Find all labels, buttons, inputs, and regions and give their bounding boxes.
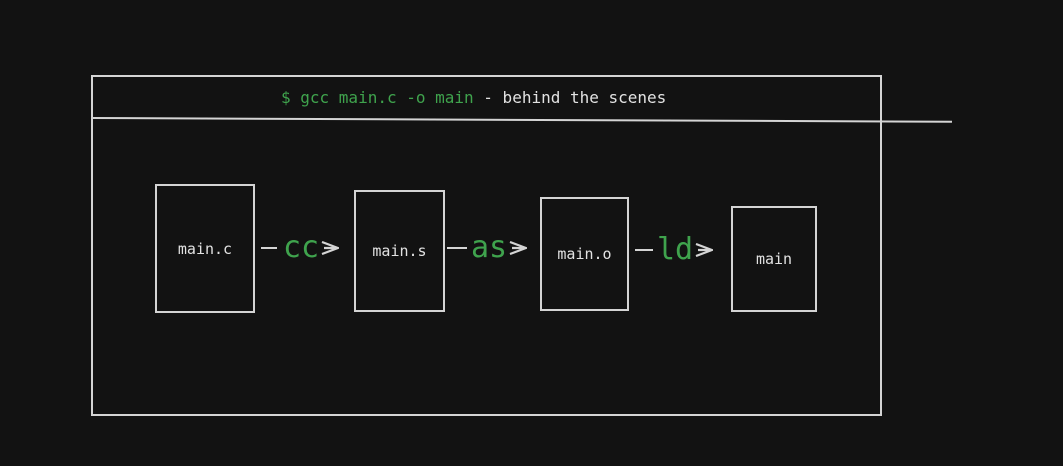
edge-ld: ld — [635, 232, 714, 267]
node-main-o: main.o — [540, 197, 629, 311]
edge-as: as — [447, 230, 528, 265]
edge-line — [261, 247, 277, 249]
node-label: main.c — [177, 239, 233, 258]
arrow-head-icon — [321, 241, 340, 255]
edge-line — [447, 247, 467, 249]
title-command: $ gcc main.c -o main — [281, 88, 474, 107]
arrow-head-icon — [695, 243, 714, 257]
node-main-c: main.c — [155, 184, 255, 313]
diagram-frame — [91, 75, 882, 416]
edge-label: ld — [657, 232, 694, 267]
edge-label: as — [471, 230, 508, 265]
node-main-s: main.s — [354, 190, 445, 312]
node-label: main.o — [557, 245, 612, 263]
edge-label: cc — [283, 230, 320, 265]
node-label: main — [755, 250, 793, 268]
edge-line — [635, 249, 653, 251]
title-suffix: - behind the scenes — [473, 88, 667, 107]
diagram-title: $ gcc main.c -o main - behind the scenes — [281, 88, 666, 108]
arrow-head-icon — [509, 241, 528, 255]
edge-cc: cc — [261, 230, 340, 265]
node-label: main.s — [372, 242, 427, 260]
node-main: main — [731, 206, 817, 312]
